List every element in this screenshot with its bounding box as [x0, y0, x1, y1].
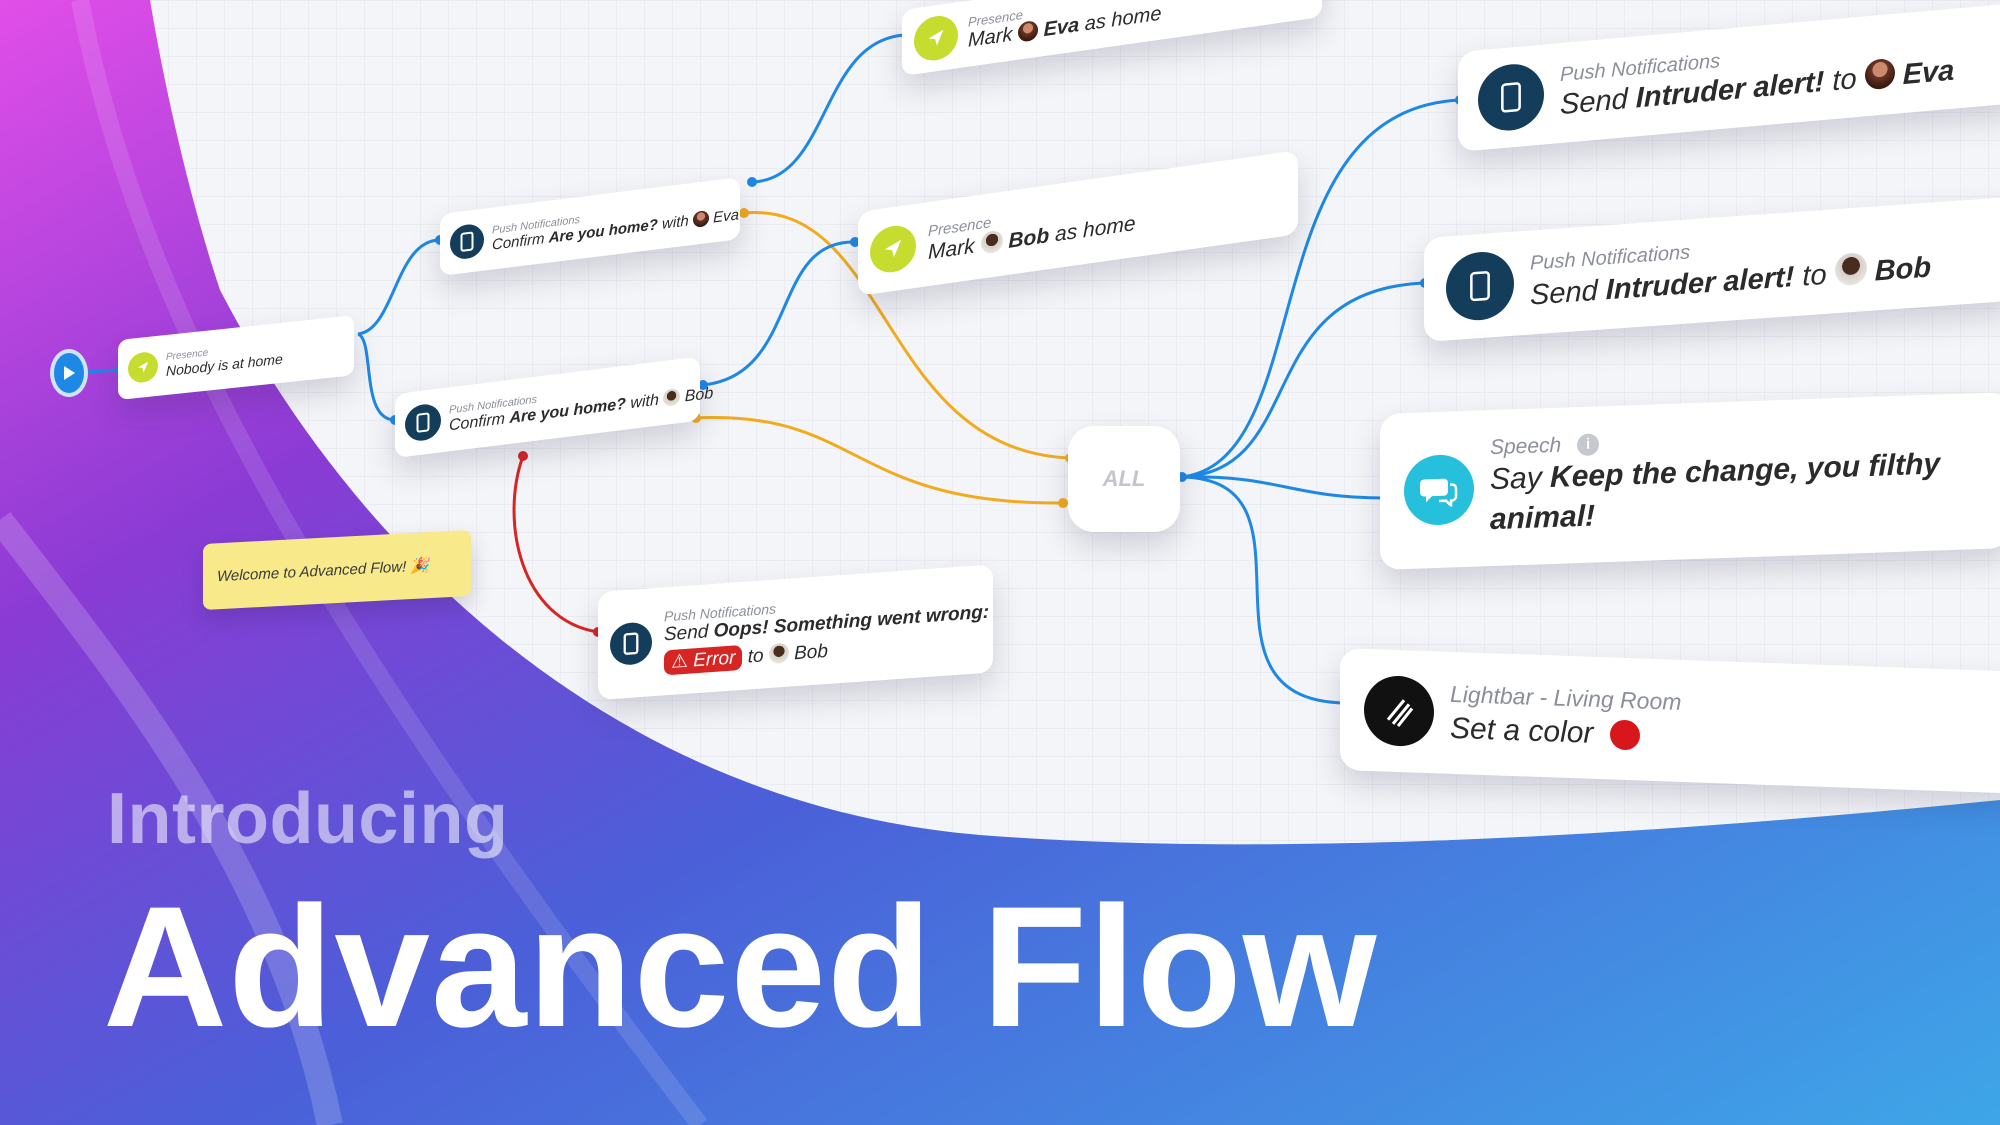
color-swatch[interactable]: [1609, 718, 1640, 750]
wire-all-speech: [1181, 475, 1386, 500]
avatar: [692, 209, 709, 228]
navigation-arrow-icon: [870, 222, 916, 276]
card-push-confirm-eva[interactable]: Push Notifications Confirm Are you home?…: [440, 177, 740, 276]
card-joiner: to: [1832, 63, 1857, 98]
wire-all-intruder-bob: [1181, 281, 1426, 479]
info-icon[interactable]: i: [1577, 433, 1600, 457]
wire-eva-else-all: [743, 211, 1071, 460]
card-presence-bob-home[interactable]: Presence Mark Bob as home: [858, 150, 1298, 296]
headline-intro: Introducing: [107, 779, 509, 859]
avatar: [768, 642, 789, 664]
headline-title: Advanced Flow: [103, 871, 1378, 1063]
card-joiner: to: [1802, 258, 1827, 293]
avatar: [663, 387, 681, 407]
card-push-confirm-bob[interactable]: Push Notifications Confirm Are you home?…: [395, 356, 713, 458]
error-badge: ⚠ Error: [664, 644, 743, 675]
card-joiner: with: [630, 391, 659, 412]
wire-bob-else-all: [695, 416, 1064, 505]
card-push-intruder-bob[interactable]: Push Notifications Send Intruder alert! …: [1424, 196, 2000, 342]
wire-all-intruder-eva: [1181, 98, 1461, 479]
wire-presence-push-bob: [357, 332, 396, 422]
card-prefix: Send: [1530, 274, 1598, 312]
card-message: Keep the change, you filthy animal!: [1490, 447, 1941, 537]
card-joiner: to: [747, 644, 764, 668]
card-person: Eva: [713, 205, 739, 226]
card-speech[interactable]: Speech i Say Keep the change, you filthy…: [1380, 391, 2000, 570]
card-person: Bob: [794, 640, 828, 664]
navigation-arrow-icon: [914, 13, 958, 64]
note-text: Welcome to Advanced Flow! 🎉: [217, 557, 430, 586]
card-verb: Mark: [968, 23, 1013, 52]
error-label: Error: [693, 646, 736, 671]
wire-bob-error: [512, 455, 599, 634]
wire-presence-push-eva: [357, 238, 441, 336]
avatar: [1834, 252, 1867, 287]
wire-all-lightbar: [1181, 475, 1346, 705]
card-person: Eva: [1902, 54, 1955, 92]
navigation-arrow-icon: [128, 350, 158, 384]
avatar: [980, 229, 1003, 255]
warning-icon: ⚠: [671, 650, 688, 673]
card-prefix: Send: [1560, 83, 1628, 122]
card-push-error[interactable]: Push Notifications Send Oops! Something …: [598, 564, 993, 700]
avatar: [1018, 19, 1039, 43]
card-presence-eva-home[interactable]: Presence Mark Eva as home: [902, 0, 1322, 76]
lightbar-icon: [1364, 674, 1434, 748]
wire-bob-presence-bob: [702, 240, 856, 387]
phone-icon: [610, 621, 652, 667]
wire-start-presence: [84, 368, 121, 374]
card-push-intruder-eva[interactable]: Push Notifications Send Intruder alert! …: [1458, 3, 2000, 153]
phone-icon: [405, 402, 441, 443]
play-icon: [64, 366, 75, 380]
card-text: Set a color: [1450, 711, 1594, 750]
card-person: Bob: [1874, 251, 1932, 288]
card-joiner: with: [662, 211, 689, 233]
card-prefix: Say: [1490, 461, 1542, 497]
phone-icon: [1478, 61, 1544, 134]
card-verb: Mark: [928, 234, 975, 265]
welcome-note[interactable]: Welcome to Advanced Flow! 🎉: [203, 529, 471, 610]
card-person: Bob: [1008, 224, 1050, 253]
flow-start-button[interactable]: [50, 349, 88, 397]
wire-eva-presence-top: [751, 33, 906, 184]
card-prefix: Send: [664, 620, 709, 645]
all-label: ALL: [1102, 466, 1146, 491]
card-person: Eva: [1043, 14, 1080, 42]
card-category: Lightbar - Living Room: [1450, 680, 1682, 715]
speech-bubble-icon: [1404, 453, 1474, 527]
phone-icon: [1446, 249, 1514, 323]
card-person: Bob: [684, 384, 714, 405]
card-lightbar[interactable]: Lightbar - Living Room Set a color: [1340, 648, 2000, 794]
card-message: Intruder alert!: [1605, 261, 1795, 307]
card-presence-nobody-home[interactable]: Presence Nobody is at home: [118, 315, 354, 400]
phone-icon: [450, 222, 484, 261]
avatar: [1864, 57, 1895, 91]
card-category: Speech: [1490, 433, 1562, 460]
all-logic-node[interactable]: ALL: [1068, 426, 1180, 532]
